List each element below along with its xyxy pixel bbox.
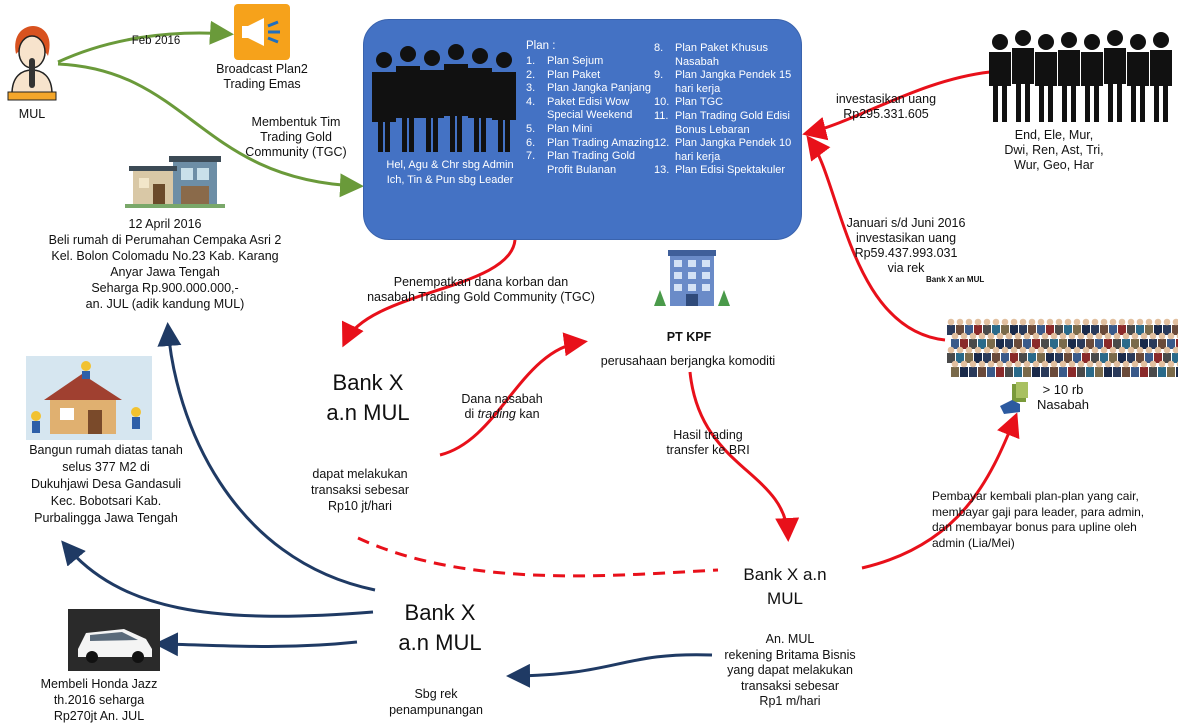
arrow-mul-to-broadcast bbox=[57, 20, 234, 64]
plan-heading: Plan : bbox=[526, 40, 556, 52]
plan-number: 2. bbox=[526, 68, 536, 81]
plan-list-right: 8. Plan Paket Khusus Nasabah 9. Plan Jangka… bbox=[654, 42, 794, 178]
arrow-bank2-to-crowd bbox=[861, 412, 1020, 570]
plan-list-left: 1. Plan Sejum 2. Plan Paket 3. Plan Jangka Pa… bbox=[526, 55, 654, 177]
broadcast-date: Feb 2016 bbox=[131, 35, 181, 47]
plan-number: 6. bbox=[526, 136, 536, 149]
arrow-bank1-to-bank2-dashed bbox=[357, 536, 719, 578]
bank3-title: Bank X a.n MUL bbox=[398, 600, 482, 655]
plan-item: 1. Plan Sejum bbox=[526, 55, 654, 69]
plan-name: Plan Trading Amazing bbox=[547, 136, 655, 149]
arrow-bank2-to-bank3 bbox=[506, 653, 713, 688]
investors-silhouettes-icon bbox=[989, 30, 1172, 122]
mul-label: MUL bbox=[18, 107, 46, 121]
plan-item: 6. Plan Trading Amazing bbox=[526, 137, 654, 151]
investors-invest-text: investasikan uang Rp295.331.605 bbox=[835, 92, 937, 121]
arrow-crowd-to-board bbox=[806, 135, 946, 342]
plan-number: 10. bbox=[654, 96, 670, 109]
plan-number: 13. bbox=[654, 164, 670, 177]
plan-number: 12. bbox=[654, 137, 670, 150]
trading-result-text: Hasil trading transfer ke BRI bbox=[666, 428, 750, 457]
plan-name: Plan Trading Gold Edisi Bonus Lebaran bbox=[675, 109, 790, 136]
bank3-note: Sbg rek penampunangan bbox=[389, 687, 483, 717]
investors-names: End, Ele, Mur, Dwi, Ren, Ast, Tri, Wur, … bbox=[1004, 128, 1104, 172]
plan-item: 7. Plan Trading Gold Profit Bulanan bbox=[526, 150, 654, 177]
plan-number: 7. bbox=[526, 150, 536, 163]
plan-item: 9. Plan Jangka Pendek 15 hari kerja bbox=[654, 69, 794, 96]
plan-name: Plan Sejum bbox=[547, 55, 604, 67]
broadcast-text: Broadcast Plan2 Trading Emas bbox=[216, 62, 308, 91]
megaphone-icon bbox=[234, 4, 290, 60]
plan-name: Plan Paket Khusus Nasabah bbox=[675, 42, 768, 68]
plan-item: 12. Plan Jangka Pendek 10 hari kerja bbox=[654, 137, 794, 164]
pt-kpf-name: PT KPF bbox=[666, 330, 712, 344]
plan-item: 3. Plan Jangka Panjang bbox=[526, 82, 654, 96]
money-hand-icon bbox=[1000, 382, 1028, 414]
plan-name: Plan Paket bbox=[547, 68, 601, 81]
plan-number: 11. bbox=[654, 109, 669, 122]
plan-name: Plan Edisi Spektakuler bbox=[675, 164, 786, 177]
plan-name: Paket Edisi Wow Special Weekend bbox=[547, 95, 633, 122]
plan-number: 1. bbox=[526, 55, 536, 67]
bank2-title: Bank X a.n MUL bbox=[743, 565, 827, 608]
plan-item: 2. Plan Paket bbox=[526, 69, 654, 83]
board-caption: Hel, Agu & Chr sbg Admin Ich, Tin & Pun … bbox=[386, 159, 514, 186]
plan-item: 13. Plan Edisi Spektakuler bbox=[654, 164, 794, 178]
plan-name: Plan Jangka Pendek 15 hari kerja bbox=[675, 69, 792, 95]
plan-item: 10. Plan TGC bbox=[654, 96, 794, 110]
plan-number: 5. bbox=[526, 122, 536, 135]
car-text: Membeli Honda Jazz th.2016 seharga Rp270… bbox=[40, 677, 158, 723]
invest-period-text: Januari s/d Juni 2016 investasikan uang … bbox=[846, 216, 966, 275]
arrow-ptkpf-to-bank2 bbox=[688, 371, 800, 542]
house2-text: Bangun rumah diatas tanah selus 377 M2 d… bbox=[29, 443, 183, 525]
plan-number: 9. bbox=[654, 69, 664, 82]
bank1-note: dapat melakukan transaksi sebesar Rp10 j… bbox=[311, 467, 409, 513]
placement-text: Penempatkan dana korban dan nasabah Trad… bbox=[367, 275, 595, 304]
car-icon bbox=[68, 609, 160, 671]
plan-name: Plan Jangka Panjang bbox=[547, 82, 651, 95]
arrow-bank3-to-car bbox=[154, 632, 358, 657]
arrow-board-to-bank1 bbox=[342, 239, 517, 348]
arrow-mul-to-board bbox=[57, 62, 364, 198]
house1-text: 12 April 2016 Beli rumah di Perumahan Ce… bbox=[48, 217, 282, 311]
plan-item: 5. Plan Mini bbox=[526, 123, 654, 137]
crowd-text: > 10 rb Nasabah bbox=[1036, 382, 1090, 412]
arrow-bank3-to-house2 bbox=[61, 540, 374, 618]
team-silhouettes-icon bbox=[372, 44, 516, 152]
arrow-bank3-to-house1 bbox=[157, 322, 376, 592]
plan-number: 4. bbox=[526, 95, 536, 108]
arrow-bank1-to-ptkpf bbox=[439, 332, 588, 457]
plan-item: 8. Plan Paket Khusus Nasabah bbox=[654, 42, 794, 69]
bank2-note: An. MUL rekening Britama Bisnis yang dap… bbox=[724, 632, 856, 708]
tgc-board: Hel, Agu & Chr sbg Admin Ich, Tin & Pun … bbox=[363, 19, 802, 240]
crowd-icon bbox=[947, 318, 1178, 377]
person-speaker-icon bbox=[7, 26, 57, 101]
invest-bank-note: Bank X an MUL bbox=[926, 275, 985, 284]
traded-text: Dana nasabah di trading kan bbox=[461, 392, 543, 421]
arrow-investors-to-board bbox=[802, 70, 991, 141]
house-icon bbox=[125, 156, 225, 208]
plan-number: 8. bbox=[654, 42, 664, 54]
form-team-text: Membentuk Tim Trading Gold Community (TG… bbox=[245, 115, 347, 159]
plan-name: Plan TGC bbox=[675, 96, 724, 109]
pt-kpf-desc: perusahaan berjangka komoditi bbox=[600, 354, 776, 368]
office-building-icon bbox=[654, 250, 730, 306]
bank1-title: Bank X a.n MUL bbox=[326, 370, 410, 425]
plan-item: 4. Paket Edisi Wow Special Weekend bbox=[526, 96, 654, 123]
plan-name: Plan Mini bbox=[547, 122, 593, 135]
plan-item: 11. Plan Trading Gold Edisi Bonus Lebaran bbox=[654, 110, 794, 137]
plan-number: 3. bbox=[526, 82, 536, 95]
construction-icon bbox=[26, 356, 152, 440]
plan-name: Plan Jangka Pendek 10 hari kerja bbox=[675, 137, 792, 163]
plan-name: Plan Trading Gold Profit Bulanan bbox=[547, 150, 636, 176]
repay-text: Pembayar kembali plan-plan yang cair, me… bbox=[932, 489, 1145, 550]
